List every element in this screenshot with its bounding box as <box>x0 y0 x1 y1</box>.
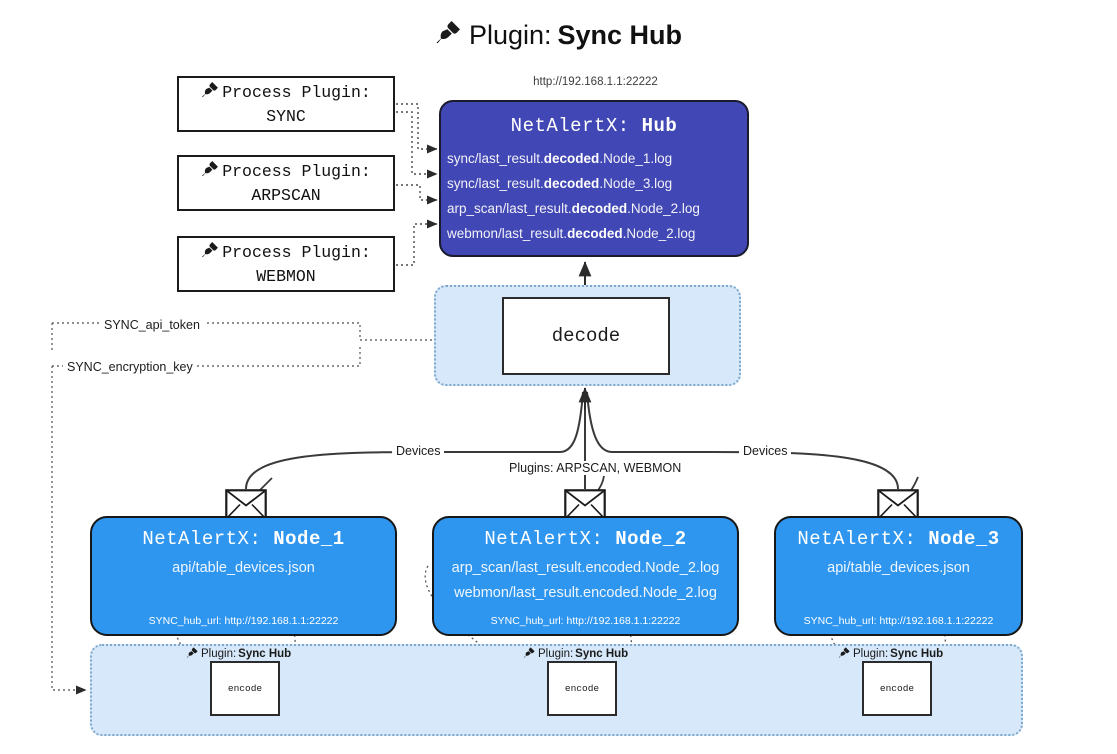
plug-icon <box>435 18 463 53</box>
encode-box-1[interactable]: encode <box>210 661 280 716</box>
label-sync-encryption-key: SYNC_encryption_key <box>63 360 197 374</box>
encode-box-2[interactable]: encode <box>547 661 617 716</box>
plug-icon <box>838 646 851 662</box>
node-title: NetAlertX: Node_2 <box>484 528 687 550</box>
node-title: NetAlertX: Node_1 <box>142 528 345 550</box>
mini-plugin-label-1: Plugin: Sync Hub <box>186 646 291 662</box>
envelope-icon <box>877 489 919 520</box>
page-title-prefix: Plugin: <box>468 20 552 50</box>
label-devices-right: Devices <box>739 444 792 458</box>
node-footer: SYNC_hub_url: http://192.168.1.1:22222 <box>803 615 994 627</box>
node-box-node-3[interactable]: NetAlertX: Node_3 api/table_devices.json… <box>774 516 1023 636</box>
plug-icon <box>201 80 220 106</box>
hub-line-list: sync/last_result.decoded.Node_1.log sync… <box>441 146 747 246</box>
process-plugin-label: Process Plugin: <box>222 242 371 262</box>
plug-icon <box>523 646 536 662</box>
node-line: api/table_devices.json <box>172 560 315 576</box>
node-box-node-1[interactable]: NetAlertX: Node_1 api/table_devices.json… <box>90 516 397 636</box>
plug-icon <box>201 240 220 266</box>
plug-icon <box>201 159 220 185</box>
hub-line: webmon/last_result.decoded.Node_2.log <box>447 226 696 241</box>
node-footer: SYNC_hub_url: http://192.168.1.1:22222 <box>148 615 339 627</box>
label-sync-api-token: SYNC_api_token <box>100 318 204 332</box>
process-plugin-box-sync[interactable]: Process Plugin: SYNC <box>177 76 395 132</box>
page-title-name: Sync Hub <box>557 20 683 50</box>
process-plugin-name: ARPSCAN <box>251 186 321 205</box>
hub-url-label: http://192.168.1.1:22222 <box>533 76 658 88</box>
hub-title-name: Hub <box>641 115 678 137</box>
process-plugin-name: SYNC <box>266 107 306 126</box>
process-plugin-box-arpscan[interactable]: Process Plugin: ARPSCAN <box>177 155 395 211</box>
mini-plugin-label-3: Plugin: Sync Hub <box>838 646 943 662</box>
page-title: Plugin: Sync Hub <box>0 18 1117 53</box>
label-devices-left: Devices <box>392 444 445 458</box>
hub-line: sync/last_result.decoded.Node_1.log <box>447 151 673 166</box>
process-plugin-label: Process Plugin: <box>222 161 371 181</box>
hub-title: NetAlertX: Hub <box>441 115 747 137</box>
decode-box[interactable]: decode <box>502 297 670 375</box>
process-plugin-name: WEBMON <box>256 267 316 286</box>
node-line-list: api/table_devices.json <box>776 556 1021 581</box>
process-plugin-box-webmon[interactable]: Process Plugin: WEBMON <box>177 236 395 292</box>
hub-line: sync/last_result.decoded.Node_3.log <box>447 176 673 191</box>
node-line: arp_scan/last_result.encoded.Node_2.log <box>451 560 720 576</box>
mini-plugin-label-2: Plugin: Sync Hub <box>523 646 628 662</box>
hub-title-prefix: NetAlertX: <box>510 115 642 137</box>
node-line-list: arp_scan/last_result.encoded.Node_2.log … <box>434 556 737 606</box>
node-line: api/table_devices.json <box>827 560 970 576</box>
node-footer: SYNC_hub_url: http://192.168.1.1:22222 <box>490 615 681 627</box>
node-line: webmon/last_result.encoded.Node_2.log <box>454 585 717 601</box>
hub-line: arp_scan/last_result.decoded.Node_2.log <box>447 201 700 216</box>
node-box-node-2[interactable]: NetAlertX: Node_2 arp_scan/last_result.e… <box>432 516 739 636</box>
envelope-icon <box>225 489 267 520</box>
hub-node[interactable]: NetAlertX: Hub sync/last_result.decoded.… <box>439 100 749 257</box>
node-title: NetAlertX: Node_3 <box>797 528 1000 550</box>
label-plugins-center: Plugins: ARPSCAN, WEBMON <box>505 461 686 475</box>
node-line-list: api/table_devices.json <box>92 556 395 581</box>
plug-icon <box>186 646 199 662</box>
process-plugin-label: Process Plugin: <box>222 82 371 102</box>
encode-box-3[interactable]: encode <box>862 661 932 716</box>
